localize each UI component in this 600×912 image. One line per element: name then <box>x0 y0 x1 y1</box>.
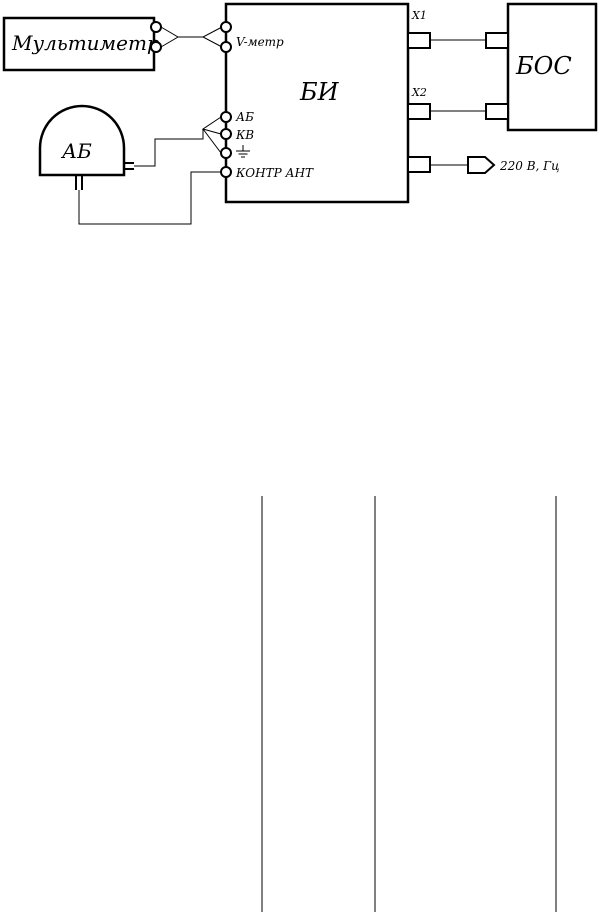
bos-port-1 <box>485 32 509 49</box>
bos-block: БОС <box>485 2 598 132</box>
vmeter-cable <box>160 26 223 48</box>
bi-port-x1 <box>407 32 431 49</box>
bos-cables <box>430 39 486 112</box>
terminal-label-ab: АБ <box>235 110 254 124</box>
battery-label: АБ <box>60 139 92 163</box>
terminal-label-vmeter: V-метр <box>236 35 284 49</box>
multimeter-terminal-top <box>150 21 162 33</box>
power-connection: 220 В, Гц <box>430 156 559 174</box>
bi-terminal-kontr <box>220 166 232 178</box>
battery-junction-wires <box>201 116 222 154</box>
bi-port-x2 <box>407 103 431 120</box>
ground-icon <box>236 145 250 158</box>
power-label: 220 В, Гц <box>499 159 559 173</box>
bi-terminal-vmeter-1 <box>220 21 232 33</box>
bi-terminal-ground <box>220 147 232 159</box>
bi-block: БИ V-метр АБ КВ КОНТР АНТ X1 X2 <box>220 2 431 204</box>
bos-label: БОС <box>515 52 572 80</box>
bi-terminal-ab <box>220 111 232 123</box>
multimeter-label: Мультиметр <box>11 31 160 55</box>
multimeter-block: Мультиметр <box>2 16 162 72</box>
table-rules <box>261 496 557 912</box>
terminal-label-kontr: КОНТР АНТ <box>235 166 314 180</box>
power-plug-icon <box>467 156 496 174</box>
port-label-x2: X2 <box>411 86 427 99</box>
port-label-x1: X1 <box>411 9 427 22</box>
terminal-label-kv: КВ <box>235 128 254 142</box>
battery-wires <box>78 129 221 225</box>
bi-terminal-vmeter-2 <box>220 41 232 53</box>
bi-port-power <box>407 156 431 173</box>
multimeter-terminal-bottom <box>150 41 162 53</box>
bos-port-2 <box>485 103 509 120</box>
bi-terminal-kv <box>220 128 232 140</box>
bi-label: БИ <box>299 78 340 106</box>
battery-block: АБ <box>38 104 134 190</box>
